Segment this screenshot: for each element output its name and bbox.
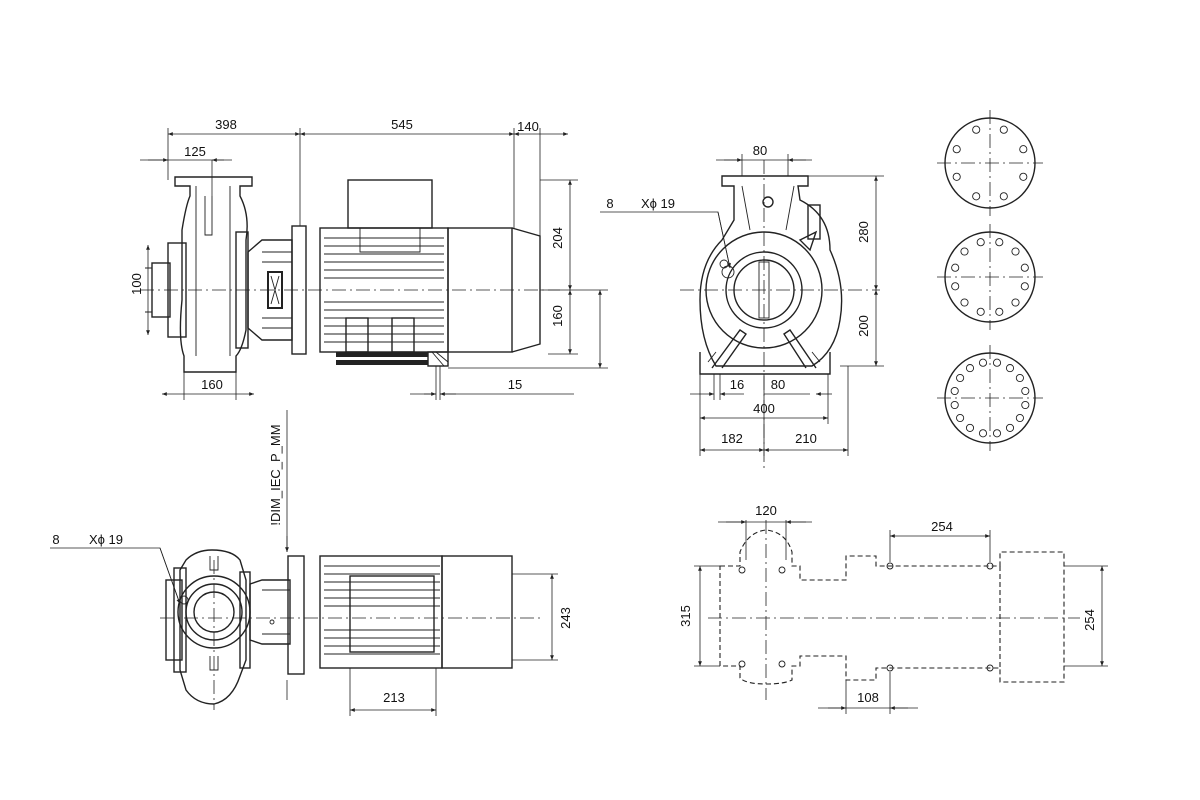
bolt-hole [951, 282, 960, 291]
bolt-hole [960, 298, 969, 307]
bolt-hole [999, 192, 1008, 201]
flange-16-holes [937, 345, 1043, 451]
fan-cover-top [441, 555, 513, 669]
bolt-hole [956, 373, 965, 383]
dim-280: 280 [856, 221, 871, 243]
dim-243: 243 [558, 607, 573, 629]
bolt-hole [950, 386, 959, 396]
bolt-hole [952, 145, 961, 154]
dim-315: 315 [678, 605, 693, 627]
bolt-hole [1021, 400, 1030, 410]
terminal-box-top [349, 575, 435, 653]
dim-120: 120 [755, 503, 777, 518]
dim-254-top: 254 [931, 519, 953, 534]
bolt-hole [1011, 298, 1020, 307]
bolt-hole [978, 358, 988, 367]
flange-centerlines [937, 110, 1043, 216]
bolt-hole [976, 307, 985, 316]
bolt-hole [950, 400, 959, 410]
bolt-hole [965, 423, 975, 432]
bolt-hole [972, 192, 981, 201]
bolt-hole [1020, 282, 1029, 291]
dim-204: 204 [550, 227, 565, 249]
flange-8-holes [937, 110, 1043, 216]
bolt-hole [1021, 386, 1030, 396]
dim-398: 398 [215, 117, 237, 132]
dim-108: 108 [857, 690, 879, 705]
front-view: 80 280 200 8 Xϕ 19 16 80 400 182 210 [600, 143, 884, 470]
bolt-hole [976, 238, 985, 247]
motor-flange-top [287, 555, 305, 675]
dim-80-top: 80 [753, 143, 767, 158]
dim-125: 125 [184, 144, 206, 159]
dim-545: 545 [391, 117, 413, 132]
dim-100: 100 [129, 273, 144, 295]
base-plan-view: 120 254 315 254 108 [678, 503, 1108, 714]
flange-variants [937, 110, 1043, 451]
vent-plug [762, 196, 774, 208]
bolt-hole [978, 429, 988, 438]
dim-80-bottom: 80 [771, 377, 785, 392]
hole-count-front: 8 [606, 196, 613, 211]
bolt-hole [1005, 364, 1015, 373]
bolt-hole [956, 413, 965, 423]
bolt-hole [965, 364, 975, 373]
dim-160-vertical: 160 [550, 305, 565, 327]
motor-body-top [319, 555, 443, 669]
bolt-hole [995, 307, 1004, 316]
hole-spec-top: Xϕ 19 [89, 532, 123, 547]
bolt-hole [1015, 413, 1024, 423]
hole-spec-front: Xϕ 19 [641, 196, 675, 211]
dim-label-vertical: !DIM_IEC_P_MM [268, 424, 283, 525]
flange-12-holes [937, 224, 1043, 330]
bolt-hole [1005, 423, 1015, 432]
dim-16: 16 [730, 377, 744, 392]
dim-200: 200 [856, 315, 871, 337]
bolt-hole [1020, 263, 1029, 272]
flange-centerlines [937, 345, 1043, 451]
bolt-hole [951, 263, 960, 272]
bolt-hole [972, 125, 981, 134]
bolt-hole [999, 125, 1008, 134]
dim-210: 210 [795, 431, 817, 446]
pump-casing-top [179, 549, 247, 705]
bolt-hole [952, 172, 961, 181]
dim-140: 140 [517, 119, 539, 134]
dim-15: 15 [508, 377, 522, 392]
dim-182: 182 [721, 431, 743, 446]
hole-count-top: 8 [52, 532, 59, 547]
side-view: 398 545 140 125 100 204 160 160 15 [129, 117, 608, 400]
top-view: !DIM_IEC_P_MM 8 Xϕ 19 243 213 [50, 410, 573, 716]
dim-213: 213 [383, 690, 405, 705]
flange-centerlines [937, 224, 1043, 330]
bolt-hole [1015, 373, 1024, 383]
volute-casing [699, 175, 843, 367]
bolt-hole [1011, 247, 1020, 256]
dim-254-right: 254 [1082, 609, 1097, 631]
dim-160-horizontal: 160 [201, 377, 223, 392]
pump-footprint [719, 529, 1065, 685]
bolt-hole [1019, 172, 1028, 181]
bolt-hole [995, 238, 1004, 247]
bolt-hole [992, 429, 1002, 438]
bolt-hole [960, 247, 969, 256]
terminal-box [347, 179, 433, 229]
bolt-hole [992, 358, 1002, 367]
dim-400: 400 [753, 401, 775, 416]
bolt-hole [1019, 145, 1028, 154]
